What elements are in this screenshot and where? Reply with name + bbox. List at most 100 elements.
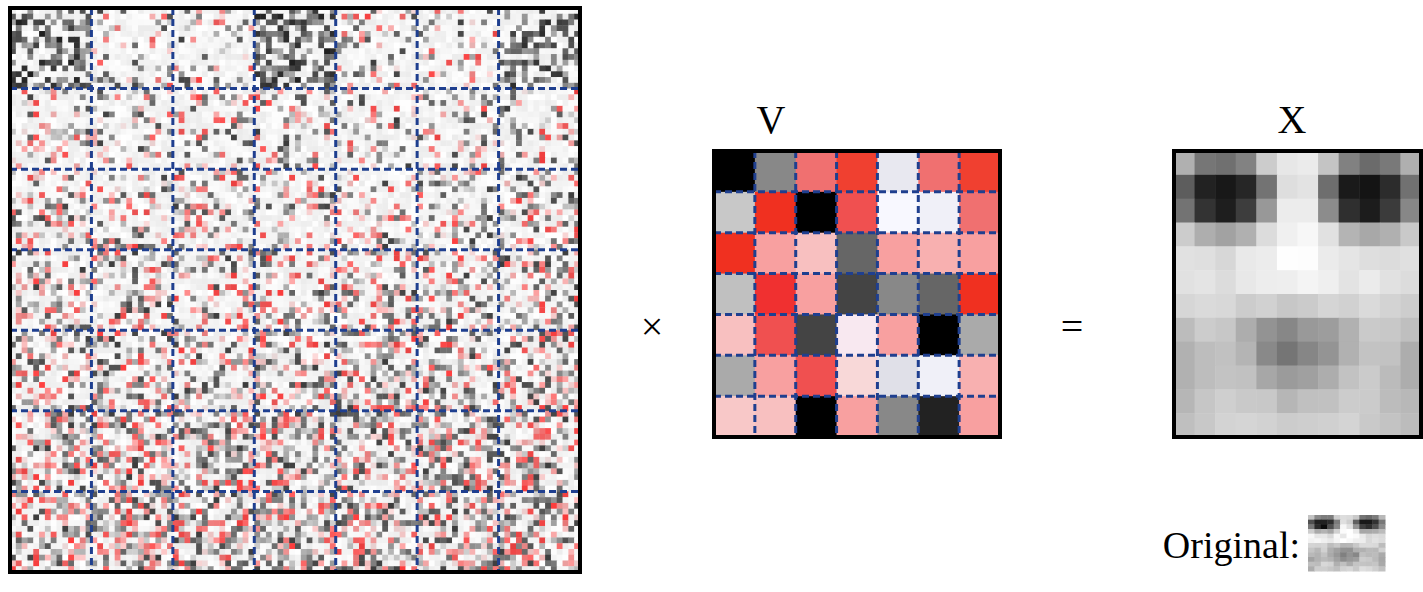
pixel — [45, 77, 51, 83]
pixel — [103, 100, 109, 106]
pixel — [225, 71, 231, 77]
pixel — [16, 48, 22, 54]
pixel — [184, 135, 190, 141]
pixel — [179, 129, 185, 135]
pixel — [45, 66, 51, 72]
pixel — [190, 37, 196, 43]
pixel — [80, 25, 86, 31]
pixel — [103, 94, 109, 100]
pixel — [533, 71, 539, 77]
pixel — [359, 66, 365, 72]
pixel — [51, 135, 57, 141]
pixel — [144, 14, 150, 20]
pixel — [237, 123, 243, 129]
pixel — [440, 48, 446, 54]
pixel — [440, 43, 446, 49]
pixel — [33, 135, 39, 141]
pixel — [202, 66, 208, 72]
pixel — [74, 31, 80, 37]
pixel — [458, 14, 464, 20]
pixel — [225, 158, 231, 164]
pixel — [219, 112, 225, 118]
pixel — [121, 129, 127, 135]
pixel — [353, 60, 359, 66]
pixel — [225, 112, 231, 118]
pixel — [289, 54, 295, 60]
pixel — [155, 135, 161, 141]
pixel — [208, 100, 214, 106]
pixel — [231, 100, 237, 106]
pixel — [51, 129, 57, 135]
pixel — [365, 48, 371, 54]
pixel — [68, 135, 74, 141]
pixel — [423, 43, 429, 49]
pixel — [22, 66, 28, 72]
pixel — [150, 100, 156, 106]
pixel — [219, 20, 225, 26]
pixel — [33, 37, 39, 43]
pixel — [138, 20, 144, 26]
pixel — [243, 106, 249, 112]
pixel — [126, 48, 132, 54]
pixel — [179, 14, 185, 20]
pixel — [278, 37, 284, 43]
pixel — [528, 37, 534, 43]
pixel — [22, 43, 28, 49]
pixel — [22, 14, 28, 20]
pixel — [22, 135, 28, 141]
pixel — [144, 66, 150, 72]
pixel — [80, 112, 86, 118]
pixel — [545, 77, 551, 83]
pixel — [202, 20, 208, 26]
pixel — [481, 66, 487, 72]
pixel — [231, 158, 237, 164]
pixel — [80, 43, 86, 49]
pixel — [80, 94, 86, 100]
pixel — [208, 117, 214, 123]
pixel — [184, 60, 190, 66]
pixel — [121, 140, 127, 146]
pixel — [179, 25, 185, 31]
pixel — [312, 20, 318, 26]
pixel — [51, 100, 57, 106]
pixel — [16, 25, 22, 31]
pixel — [342, 43, 348, 49]
pixel — [481, 20, 487, 26]
pixel — [312, 94, 318, 100]
pixel — [539, 71, 545, 77]
pixel — [97, 60, 103, 66]
pixel — [347, 14, 353, 20]
pixel — [295, 94, 301, 100]
pixel — [68, 140, 74, 146]
pixel — [359, 54, 365, 60]
pixel — [446, 77, 452, 83]
pixel — [539, 37, 545, 43]
pixel — [155, 94, 161, 100]
pixel — [312, 31, 318, 37]
pixel — [359, 37, 365, 43]
pixel — [68, 117, 74, 123]
pixel — [27, 112, 33, 118]
pixel — [214, 140, 220, 146]
pixel — [138, 71, 144, 77]
pixel — [237, 77, 243, 83]
pixel — [184, 48, 190, 54]
pixel — [132, 100, 138, 106]
pixel — [359, 48, 365, 54]
pixel — [39, 48, 45, 54]
pixel — [202, 135, 208, 141]
pixel — [295, 20, 301, 26]
pixel — [324, 71, 330, 77]
pixel — [150, 77, 156, 83]
pixel — [394, 48, 400, 54]
pixel — [545, 48, 551, 54]
pixel — [68, 123, 74, 129]
pixel — [138, 135, 144, 141]
pixel — [289, 77, 295, 83]
pixel — [208, 14, 214, 20]
pixel — [80, 135, 86, 141]
pixel — [522, 25, 528, 31]
pixel — [179, 94, 185, 100]
pixel — [150, 43, 156, 49]
pixel — [522, 37, 528, 43]
